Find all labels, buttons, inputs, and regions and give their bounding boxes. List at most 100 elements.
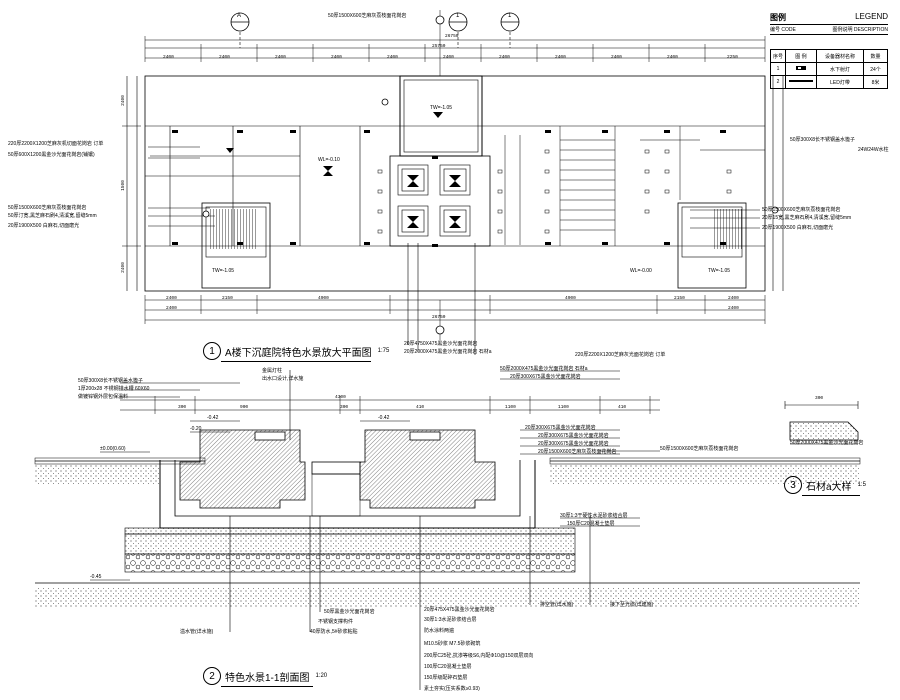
axis-label: 1 <box>508 13 512 19</box>
plan-note: 24W24W水柱 <box>858 147 889 153</box>
section-note: 金属灯柱 <box>262 368 283 374</box>
plan-note: 20厚1900X500 白麻石,切面磨光 <box>8 223 80 229</box>
section-dim: 4300 <box>335 395 346 400</box>
plan-bottom-dim: 2400 <box>728 306 739 311</box>
plan-note: 50厚1500X600芝麻灰荔枝面花岗岩 <box>8 205 87 211</box>
plan-left-dim: 1500 <box>120 180 126 191</box>
plan-note: 20厚4750X475黑金沙光面花岗岩 <box>404 341 478 347</box>
section-note: 20厚300X675黑金沙光面花岗岩 <box>510 374 581 380</box>
section-note: 30厚1:3水泥砂浆结合层 <box>424 617 477 623</box>
plan-note: 20厚15宽,黑芝麻石刷4,清溪宽,留缝5mm <box>762 215 852 221</box>
section-title: 2 特色水景1-1剖面图 1:20 <box>203 667 328 687</box>
legend-row: 2 LED灯带 8米 <box>770 75 888 89</box>
section-note: 50厚300X8长不锈钢盖水篦子 <box>78 378 144 384</box>
section-note: 20厚300X675黑金沙光面花岗岩 <box>538 441 609 447</box>
plan-left-dim: 2400 <box>120 95 126 106</box>
legend: 图例 LEGEND 编号 CODE 图例说明 DESCRIPTION 序号 图 … <box>770 12 888 89</box>
section-note: 排空管(详水施) <box>540 602 574 608</box>
plan-bottom-dim: 2400 <box>166 296 177 301</box>
plan-title-text: A楼下沉庭院特色水景放大平面图 <box>225 347 372 359</box>
section-note: 100厚C20混凝土垫层 <box>424 664 472 670</box>
plan-top-dim: 2400 <box>611 55 622 60</box>
section-level: -0.45 <box>90 574 102 580</box>
plan-note: 220厚2200X1200芝麻灰机切面花岗岩 订单 <box>8 141 104 147</box>
section-note: 200厚C25砼,抗渗等级S6,内配Φ10@150双层双向 <box>424 653 534 659</box>
section-note: 素土夯实(压实系数≥0.93) <box>424 686 480 692</box>
plan-top-dim: 2250 <box>727 55 738 60</box>
detail-title: 3 石材a大样 1:5 <box>784 476 866 496</box>
legend-header-row: 序号 图 例 设备器材名称 数量 <box>770 49 888 63</box>
plan-total-dim: 25750 <box>432 44 446 49</box>
section-note: 20厚475X475黑金沙光面花岗岩 <box>424 607 495 613</box>
plan-bottom-dim: 2150 <box>674 296 685 301</box>
plan-top-dim: 2400 <box>275 55 286 60</box>
legend-row-name: LED灯带 <box>816 75 864 89</box>
legend-desc-label: 图例说明 DESCRIPTION <box>832 27 888 33</box>
legend-title-row: 图例 LEGEND <box>770 12 888 25</box>
section-title-scale: 1:20 <box>315 673 328 679</box>
detail-title-text: 石材a大样 <box>806 481 852 493</box>
section-note: 50厚2000X475黑金沙光面花岗岩 石材a <box>500 366 588 372</box>
section-dim: 300 <box>178 405 187 410</box>
section-note: 40厚防水,5#砂浆粘贴 <box>310 629 358 635</box>
section-note: 溢水管(详水施) <box>180 629 214 635</box>
plan-note: 20厚2000X475黑金沙光面花岗岩 石材a <box>404 349 492 355</box>
section-title-number: 2 <box>203 667 221 685</box>
section-note: 50厚黑金沙光面花岗岩 <box>324 609 375 615</box>
section-note: 150厚级配碎石垫层 <box>424 675 468 681</box>
plan-top-dim: 2400 <box>163 55 174 60</box>
detail-note: 50厚2000X475黑金沙光面花岗岩 <box>790 440 864 446</box>
section-dim: 300 <box>340 405 349 410</box>
level-label: WL=-0.00 <box>630 268 652 274</box>
section-note: 防水涂料两遍 <box>424 628 455 634</box>
level-label: TW=-1.05 <box>212 268 235 274</box>
legend-title-cn: 图例 <box>770 13 786 22</box>
plan-note: 220厚2200X1200芝麻灰光面花岗岩 订单 <box>575 352 666 358</box>
plan-note: 50厚1500X600芝麻灰荔枝面花岗岩 <box>328 13 407 19</box>
section-note: 做镀锌钢外层包保温料 <box>78 394 129 400</box>
plan-top-dim: 2400 <box>219 55 230 60</box>
plan-title-underline <box>221 361 371 362</box>
plan-note: 20厚1900X500 白麻石,切面磨光 <box>762 225 834 231</box>
plan-top-dim: 2400 <box>443 55 454 60</box>
section-note: 1厚200x28 不锈钢排水槽 60X60 <box>78 386 150 392</box>
plan-note: 50厚300X8长不锈钢盖水篦子 <box>790 137 856 143</box>
plan-total-dim: 26750 <box>445 34 459 39</box>
plan-note: 50厚600X1200黑金沙光面花岗岩(铺镶) <box>8 152 95 158</box>
section-dim: 1100 <box>558 405 569 410</box>
plan-bottom-dim: 4900 <box>318 296 329 301</box>
detail-title-number: 3 <box>784 476 802 494</box>
plan-top-dim: 2400 <box>667 55 678 60</box>
section-note: 不锈钢支撑构件 <box>318 619 354 625</box>
section-level: -0.42 <box>207 415 219 421</box>
axis-label: 1 <box>456 13 460 19</box>
section-dim: 900 <box>240 405 249 410</box>
section-note: 接下至光缆(详建施) <box>610 602 654 608</box>
detail-title-scale: 1:5 <box>857 482 866 488</box>
section-note: 150厚C20混凝土垫层 <box>567 521 615 527</box>
plan-top-dim: 2400 <box>555 55 566 60</box>
section-note: M10.5砂浆 M7.5砂浆砌筑 <box>424 641 481 647</box>
section-note: 20厚1500X600芝麻灰荔枝面花岗岩 <box>538 449 617 455</box>
plan-title-number: 1 <box>203 342 221 360</box>
plan-top-dim: 2400 <box>499 55 510 60</box>
section-dim: 410 <box>416 405 425 410</box>
legend-table: 序号 图 例 设备器材名称 数量 1 水下射灯 24个 2 LED灯带 8米 <box>770 49 888 89</box>
section-note: 出水口设计,详水施 <box>262 376 304 382</box>
level-label: TW=-1.05 <box>430 105 453 111</box>
detail-dim: 300 <box>815 396 824 401</box>
detail-title-underline <box>802 495 860 496</box>
section-dim: 1100 <box>505 405 516 410</box>
plan-title-scale: 1:75 <box>377 348 390 354</box>
plan-bottom-dim: 4900 <box>565 296 576 301</box>
plan-left-dim: 2400 <box>120 262 126 273</box>
section-title-text: 特色水景1-1剖面图 <box>225 672 310 684</box>
section-note: 30厚1:3干硬性水泥砂浆结合层 <box>560 513 628 519</box>
section-title-underline <box>221 686 313 687</box>
section-note: 20厚300X675黑金沙光面花岗岩 <box>538 433 609 439</box>
section-note: 20厚300X675黑金沙光面花岗岩 <box>525 425 596 431</box>
legend-row-qty: 8米 <box>863 75 888 89</box>
